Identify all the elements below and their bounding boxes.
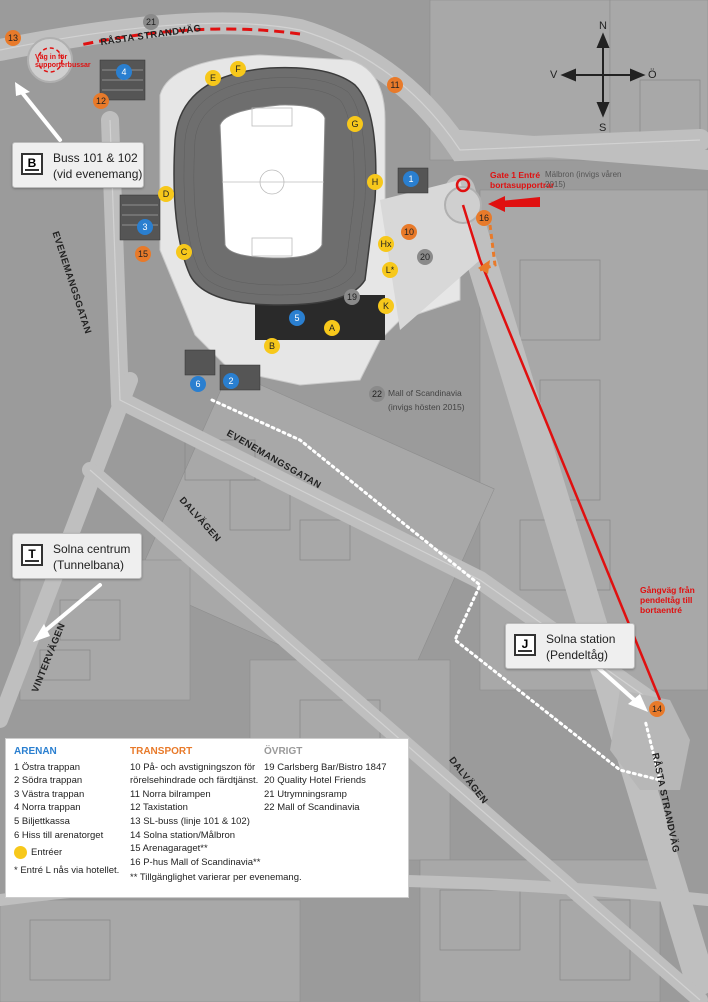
legend-other: ÖVRIGT 19 Carlsberg Bar/Bistro 1847 20 Q… bbox=[264, 745, 387, 815]
other-marker: 21 bbox=[143, 14, 159, 30]
entry-marker: K bbox=[378, 298, 394, 314]
legend-transport: TRANSPORT 10 På- och avstigningszon för … bbox=[130, 745, 302, 885]
tunnelbana-subtitle: (Tunnelbana) bbox=[53, 558, 124, 572]
pendeltag-icon: J bbox=[514, 634, 536, 656]
entry-marker: E bbox=[205, 70, 221, 86]
legend-other-item: 19 Carlsberg Bar/Bistro 1847 bbox=[264, 761, 387, 773]
arena-marker: 1 bbox=[403, 171, 419, 187]
compass-south: S bbox=[599, 122, 607, 134]
mall-bridge-note: Mälbron (invigs våren 2015) bbox=[545, 170, 622, 189]
mall-label: Mall of Scandinavia bbox=[388, 388, 462, 398]
arena-marker: 3 bbox=[137, 219, 153, 235]
entry-marker: D bbox=[158, 186, 174, 202]
legend-transport-note: ** Tillgänglighet varierar per evenemang… bbox=[130, 872, 302, 884]
supporter-bus-note: Väg in för supporterbussar bbox=[35, 54, 91, 69]
legend-arena-item: 6 Hiss till arenatorget bbox=[14, 829, 104, 841]
bus-title: Buss 101 & 102 bbox=[53, 151, 138, 165]
entry-marker: L* bbox=[382, 262, 398, 278]
entry-marker: B bbox=[264, 338, 280, 354]
entry-marker: H bbox=[367, 174, 383, 190]
entry-marker: C bbox=[176, 244, 192, 260]
legend-arena-note: * Entré L nås via hotellet. bbox=[14, 864, 120, 876]
legend-arena-item: 4 Norra trappan bbox=[14, 802, 81, 814]
legend-transport-item: 16 P-hus Mall of Scandinavia** bbox=[130, 856, 261, 868]
legend-transport-item: rörelsehindrade och färdtjänst. bbox=[130, 775, 259, 787]
transport-marker: 14 bbox=[649, 701, 665, 717]
other-marker: 20 bbox=[417, 249, 433, 265]
legend-arena-item: 5 Biljettkassa bbox=[14, 815, 70, 827]
arena-marker: 4 bbox=[116, 64, 132, 80]
bus-subtitle: (vid evenemang) bbox=[53, 167, 143, 181]
walkway-note: Gångväg från pendeltåg till bortaentré bbox=[640, 585, 695, 615]
transport-marker: 11 bbox=[387, 77, 403, 93]
compass-west: V bbox=[550, 69, 558, 81]
tunnelbana-box: T Solna centrum (Tunnelbana) bbox=[12, 533, 142, 579]
legend: ARENAN 1 Östra trappan 2 Södra trappan 3… bbox=[5, 738, 409, 898]
transport-marker: 12 bbox=[93, 93, 109, 109]
mall-sub-label: (invigs hösten 2015) bbox=[388, 402, 465, 412]
legend-transport-title: TRANSPORT bbox=[130, 746, 193, 757]
pendeltag-title: Solna station bbox=[546, 632, 616, 646]
compass-north: N bbox=[599, 20, 607, 32]
pendeltag-box: J Solna station (Pendeltåg) bbox=[505, 623, 635, 669]
other-marker: 19 bbox=[344, 289, 360, 305]
arena-marker: 5 bbox=[289, 310, 305, 326]
legend-transport-item: 12 Taxistation bbox=[130, 802, 188, 814]
legend-transport-item: 11 Norra bilrampen bbox=[130, 788, 211, 800]
tunnelbana-icon: T bbox=[21, 544, 43, 566]
entry-marker: G bbox=[347, 116, 363, 132]
bus-box: B Buss 101 & 102 (vid evenemang) bbox=[12, 142, 144, 188]
legend-transport-item: 13 SL-buss (linje 101 & 102) bbox=[130, 815, 250, 827]
legend-other-title: ÖVRIGT bbox=[264, 746, 303, 757]
transport-marker: 16 bbox=[476, 210, 492, 226]
gate-note: Gate 1 Entré bortasupportrar bbox=[490, 170, 555, 190]
legend-other-item: 20 Quality Hotel Friends bbox=[264, 775, 366, 787]
legend-arena-item: 1 Östra trappan bbox=[14, 761, 81, 773]
transport-marker: 13 bbox=[5, 30, 21, 46]
entry-dot-icon bbox=[14, 846, 27, 860]
transport-marker: 10 bbox=[401, 224, 417, 240]
entry-marker: Hx bbox=[378, 236, 394, 252]
pendeltag-subtitle: (Pendeltåg) bbox=[546, 648, 609, 662]
other-marker: 22 bbox=[369, 386, 385, 402]
legend-transport-item: 10 På- och avstigningszon för bbox=[130, 761, 256, 773]
legend-transport-item: 15 Arenagaraget** bbox=[130, 843, 208, 855]
entry-marker: A bbox=[324, 320, 340, 336]
legend-transport-item: 14 Solna station/Målbron bbox=[130, 829, 236, 841]
arena-marker: 6 bbox=[190, 376, 206, 392]
arena-marker: 2 bbox=[223, 373, 239, 389]
legend-other-item: 22 Mall of Scandinavia bbox=[264, 802, 360, 814]
legend-other-item: 21 Utrymningsramp bbox=[264, 788, 347, 800]
bus-icon: B bbox=[21, 153, 43, 175]
legend-entries-label: Entréer bbox=[31, 847, 63, 859]
legend-arena: ARENAN 1 Östra trappan 2 Södra trappan 3… bbox=[14, 745, 119, 877]
legend-arena-item: 2 Södra trappan bbox=[14, 775, 83, 787]
transport-marker: 15 bbox=[135, 246, 151, 262]
legend-entries-row: Entréer bbox=[14, 846, 119, 860]
entry-marker: F bbox=[230, 61, 246, 77]
legend-arena-item: 3 Västra trappan bbox=[14, 788, 85, 800]
compass-east: Ö bbox=[648, 69, 657, 81]
legend-arena-title: ARENAN bbox=[14, 746, 57, 757]
tunnelbana-title: Solna centrum bbox=[53, 542, 131, 556]
